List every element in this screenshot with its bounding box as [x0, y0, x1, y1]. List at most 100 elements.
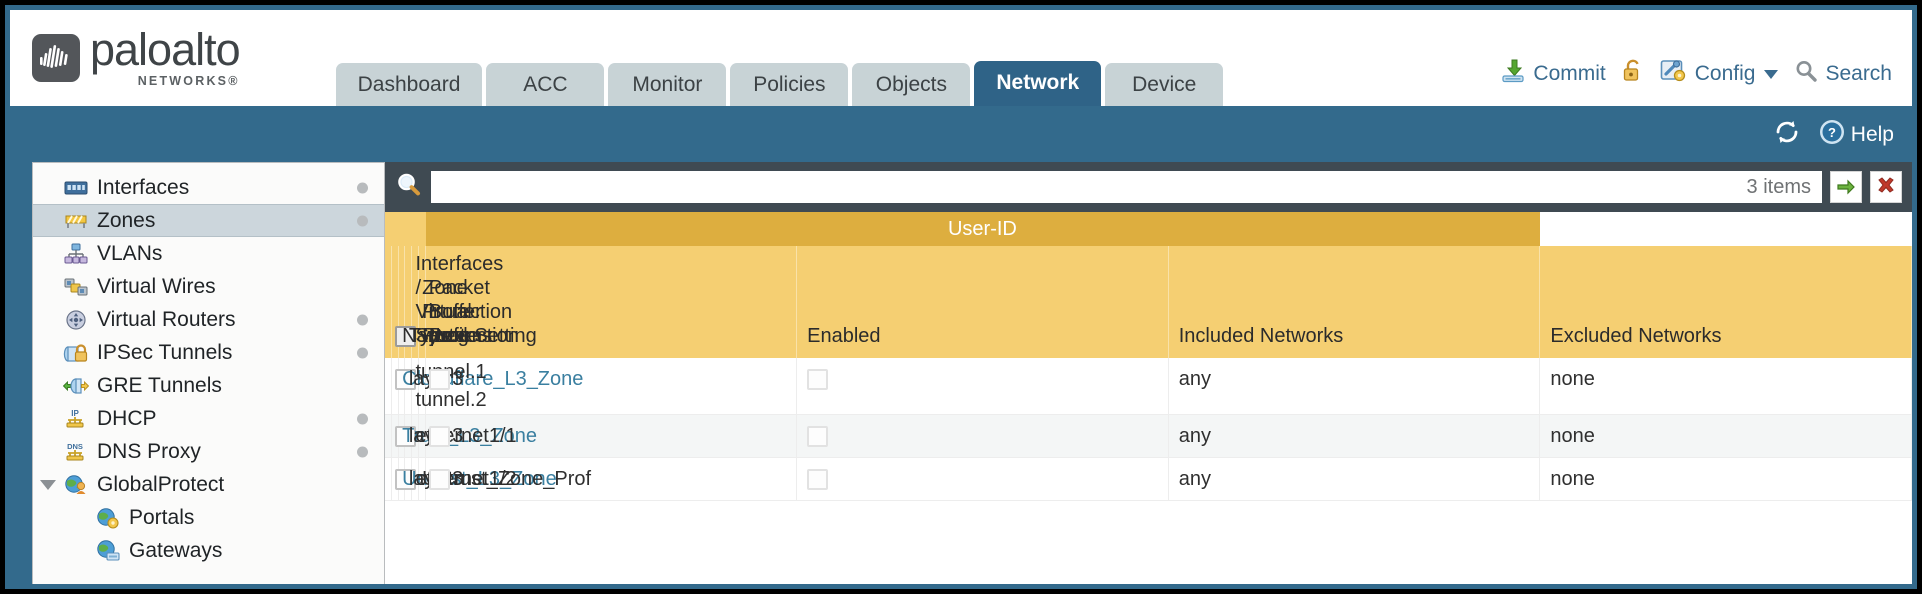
select-all-header: [385, 246, 416, 358]
band-actions: ? Help: [1773, 118, 1894, 151]
packet-buffer-protection-checkbox[interactable]: [428, 469, 450, 491]
sidebar-item-label: Virtual Routers: [97, 307, 236, 331]
clear-x-icon: [1875, 174, 1897, 201]
lock-button[interactable]: [1622, 58, 1644, 90]
column-header-log-setting[interactable]: Log Setting: [425, 246, 798, 358]
row-checkbox[interactable]: [395, 426, 416, 448]
zones-table: User-ID Name Type Interfaces / Virtual S…: [385, 212, 1912, 501]
cell-packet-buffer-protection: [418, 457, 450, 501]
sidebar-item-label: DNS Proxy: [97, 439, 201, 463]
svg-text:DNS: DNS: [67, 442, 83, 451]
tab-device[interactable]: Device: [1105, 63, 1224, 106]
row-checkbox[interactable]: [395, 469, 416, 491]
tab-network[interactable]: Network: [974, 61, 1102, 106]
row-select-cell: [385, 414, 416, 458]
packet-buffer-protection-checkbox[interactable]: [428, 369, 450, 391]
row-checkbox[interactable]: [395, 369, 416, 391]
search-button[interactable]: Search: [1794, 59, 1892, 89]
cell-userid-enabled: [796, 414, 1169, 458]
commit-label: Commit: [1533, 62, 1606, 85]
sidebar-item-gre-tunnels[interactable]: GRE Tunnels: [33, 369, 384, 402]
interface-item: tunnel.2: [405, 386, 486, 414]
sidebar-item-label: IPSec Tunnels: [97, 340, 233, 364]
sidebar-item-portals[interactable]: Portals: [33, 501, 384, 534]
config-icon: [1660, 58, 1688, 90]
virtual-wires-icon: [63, 276, 89, 298]
help-icon: ?: [1819, 119, 1845, 151]
main-panel: 3 items: [385, 162, 1912, 584]
network-sidebar: Interfaces Zones: [32, 162, 385, 584]
table-row[interactable]: Trust_L3_Zone layer3 ethernet1/1: [385, 414, 1912, 458]
sidebar-item-virtual-wires[interactable]: Virtual Wires: [33, 270, 384, 303]
sidebar-item-virtual-routers[interactable]: Virtual Routers: [33, 303, 384, 336]
tab-acc[interactable]: ACC: [486, 63, 605, 106]
zones-table-body: Cloudflare_L3_Zone layer3 tunnel.1 tunne…: [385, 358, 1912, 501]
sidebar-item-zones[interactable]: Zones: [33, 204, 384, 237]
clear-filter-button[interactable]: [1870, 171, 1902, 203]
gateways-icon: [95, 539, 121, 562]
chevron-down-icon[interactable]: [1764, 69, 1779, 79]
search-magnifier-icon[interactable]: [395, 171, 423, 204]
tab-monitor[interactable]: Monitor: [608, 63, 727, 106]
table-row[interactable]: Cloudflare_L3_Zone layer3 tunnel.1 tunne…: [385, 358, 1912, 415]
cell-excluded-networks: none: [1539, 358, 1912, 415]
tab-objects[interactable]: Objects: [852, 63, 971, 106]
cell-packet-buffer-protection: [418, 414, 450, 458]
userid-enabled-checkbox[interactable]: [807, 469, 829, 491]
sidebar-item-label: Virtual Wires: [97, 274, 216, 298]
tab-dashboard[interactable]: Dashboard: [335, 63, 483, 106]
group-header-userid: User-ID: [425, 212, 1541, 246]
sidebar-item-dns-proxy[interactable]: DNS DNS Proxy: [33, 435, 384, 468]
sidebar-item-dhcp[interactable]: IP DHCP: [33, 402, 384, 435]
column-header-included-networks[interactable]: Included Networks: [1168, 246, 1541, 358]
userid-enabled-checkbox[interactable]: [807, 369, 829, 391]
top-header-bar: paloalto NETWORKS® Dashboard ACC Monitor…: [10, 10, 1912, 106]
interfaces-icon: [63, 177, 89, 199]
search-icon: [1794, 59, 1818, 89]
cell-log-setting: [425, 457, 798, 501]
sidebar-item-ipsec-tunnels[interactable]: IPSec Tunnels: [33, 336, 384, 369]
sidebar-item-label: Zones: [97, 208, 156, 232]
sidebar-item-label: GlobalProtect: [97, 472, 225, 496]
status-dot: [357, 446, 368, 457]
help-button[interactable]: ? Help: [1819, 119, 1894, 151]
userid-enabled-checkbox[interactable]: [807, 426, 829, 448]
svg-text:IP: IP: [71, 409, 79, 418]
cell-excluded-networks: none: [1539, 414, 1912, 458]
svg-text:?: ?: [1828, 125, 1836, 140]
sidebar-item-globalprotect[interactable]: GlobalProtect: [33, 468, 384, 501]
column-header-excluded-networks[interactable]: Excluded Networks: [1539, 246, 1912, 358]
dhcp-icon: IP: [63, 408, 89, 430]
select-all-checkbox[interactable]: [395, 326, 416, 348]
sidebar-item-label: Interfaces: [97, 175, 190, 199]
brand-name: paloalto: [90, 24, 241, 75]
table-row[interactable]: Untrust_L3_Zone layer3 ethernet1/2 Untru…: [385, 457, 1912, 501]
apply-filter-button[interactable]: [1830, 171, 1862, 203]
row-select-cell: [385, 358, 416, 415]
sidebar-item-interfaces[interactable]: Interfaces: [33, 171, 384, 204]
status-dot: [357, 413, 368, 424]
expand-collapse-triangle-icon[interactable]: [40, 479, 56, 490]
tab-policies[interactable]: Policies: [730, 63, 849, 106]
config-menu[interactable]: Config: [1660, 58, 1779, 90]
portals-icon: [95, 507, 121, 529]
item-count-label: 3 items: [1746, 175, 1811, 198]
commit-button[interactable]: Commit: [1500, 58, 1606, 90]
column-header-enabled[interactable]: Enabled: [796, 246, 1169, 358]
globalprotect-icon: [63, 474, 89, 496]
sidebar-item-gateways[interactable]: Gateways: [33, 534, 384, 567]
packet-buffer-protection-checkbox[interactable]: [428, 426, 450, 448]
apply-arrow-icon: [1835, 174, 1857, 201]
filter-input-wrapper[interactable]: 3 items: [431, 171, 1822, 203]
padlock-unlocked-icon: [1622, 58, 1644, 90]
search-input[interactable]: [442, 173, 1739, 201]
sidebar-item-vlans[interactable]: VLANs: [33, 237, 384, 270]
commit-icon: [1500, 58, 1526, 90]
status-dot: [357, 215, 368, 226]
refresh-icon[interactable]: [1773, 118, 1801, 151]
cell-userid-enabled: [796, 457, 1169, 501]
brand-subtitle: NETWORKS®: [137, 74, 240, 88]
zones-table-container: User-ID Name Type Interfaces / Virtual S…: [385, 212, 1912, 584]
help-label: Help: [1850, 122, 1894, 146]
gre-tunnels-icon: [63, 375, 89, 397]
